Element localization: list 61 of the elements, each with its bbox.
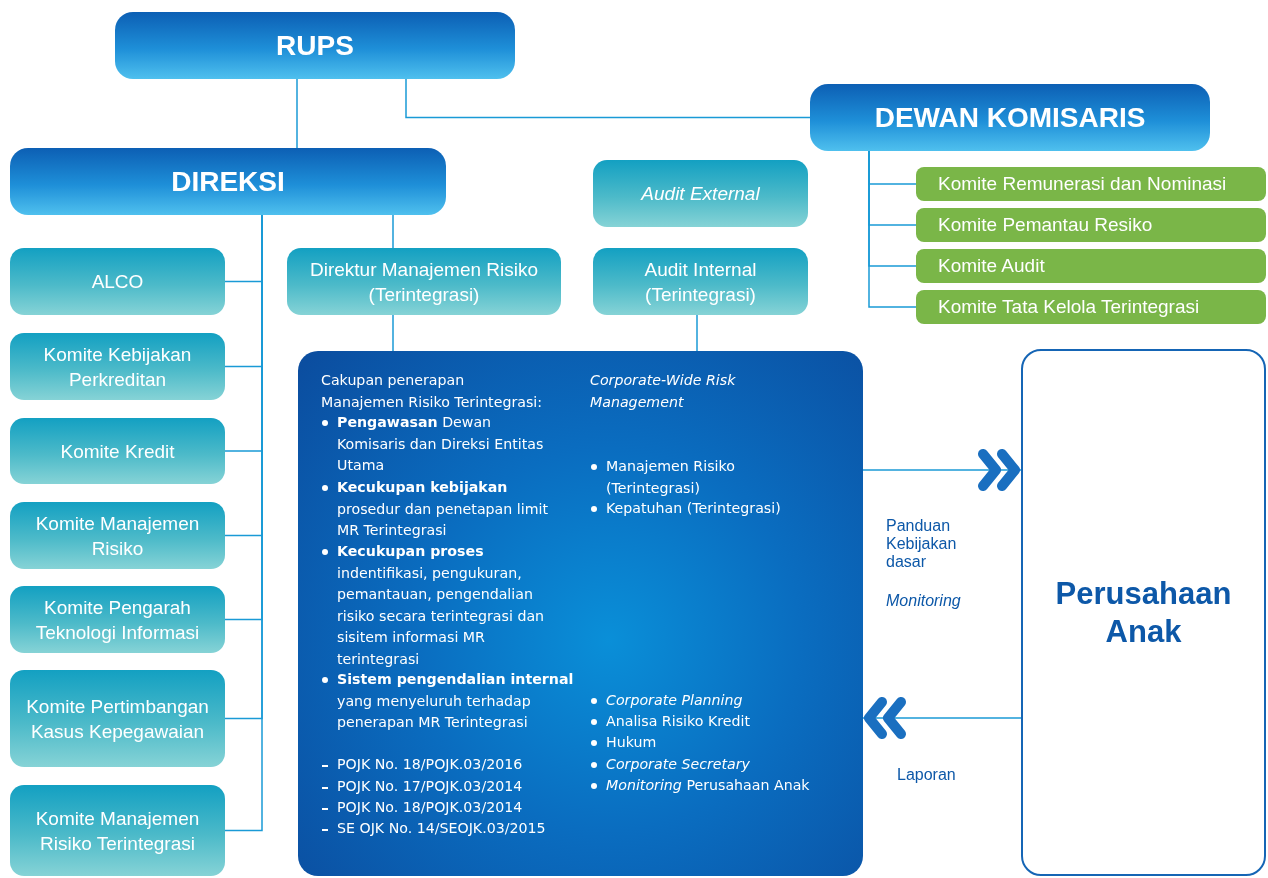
box-label: Komite Kredit xyxy=(60,439,175,464)
box-label: Komite Pertimbangan Kasus Kepegawaian xyxy=(25,694,210,744)
committee-box xyxy=(287,248,561,315)
box-label: Komite Tata Kelola Terintegrasi xyxy=(938,296,1200,318)
box-label: Komite Kebijakan Perkreditan xyxy=(42,342,193,392)
list-item: Pengawasan Dewan Komisaris dan Direksi Entitas Utama xyxy=(337,413,545,475)
connector-line xyxy=(696,314,698,352)
list-item: Kecukupan proses indentifikasi, pengukuran, pemantauan, pengendalian risiko secara terintegrasi dan sisitem informasi MR terintegrasi xyxy=(337,542,546,669)
list-item: Manajemen Risiko (Terintegrasi) xyxy=(606,457,736,498)
committee-box xyxy=(916,167,1266,201)
committee-box xyxy=(916,290,1266,324)
panel-heading: Corporate-Wide Risk Management xyxy=(590,371,737,412)
subsidiary-box xyxy=(1021,349,1266,876)
list-item: POJK No. 17/POJK.03/2014 xyxy=(337,777,524,796)
box-label: Komite Manajemen Risiko xyxy=(34,511,201,561)
note-text: Monitoring xyxy=(886,592,961,610)
list-item: Kepatuhan (Terintegrasi) xyxy=(606,499,782,518)
list-item: POJK No. 18/POJK.03/2016 xyxy=(337,755,524,774)
box-label: Direktur Manajemen Risiko (Terintegrasi) xyxy=(308,257,540,307)
committee-box xyxy=(10,502,225,569)
list-item: SE OJK No. 14/SEOJK.03/2015 xyxy=(337,819,547,838)
list-item: POJK No. 18/POJK.03/2014 xyxy=(337,798,524,817)
committee-box xyxy=(10,586,225,653)
committee-box xyxy=(916,208,1266,242)
list-item: Monitoring Perusahaan Anak xyxy=(606,776,811,795)
committee-box xyxy=(10,333,225,400)
list-item: Corporate Secretary xyxy=(606,755,751,774)
box-label: Audit Internal (Terintegrasi) xyxy=(643,257,758,307)
list-item: Kecukupan kebijakan prosedur dan penetapan limit MR Terintegrasi xyxy=(337,478,549,540)
committee-box xyxy=(10,418,225,484)
box-label: Audit External xyxy=(641,182,760,206)
box-label: Komite Pengarah Teknologi Informasi xyxy=(34,595,201,645)
connector-line xyxy=(296,78,298,149)
box-label: Perusahaan Anak xyxy=(1054,574,1233,651)
org-box xyxy=(10,148,446,215)
committee-box xyxy=(10,248,225,315)
box-label: Komite Audit xyxy=(938,255,1045,277)
connector-line xyxy=(392,214,394,249)
committee-box xyxy=(10,670,225,767)
panel-heading: Cakupan penerapan Manajemen Risiko Terintegrasi: xyxy=(321,371,543,412)
box-label: ALCO xyxy=(91,270,144,294)
committee-box xyxy=(593,248,808,315)
connector-line xyxy=(392,314,394,352)
list-item: Analisa Risiko Kredit xyxy=(606,712,751,731)
list-item: Hukum xyxy=(606,733,658,752)
box-label: Komite Remunerasi dan Nominasi xyxy=(938,173,1227,195)
box-label: RUPS xyxy=(276,29,354,62)
committee-box xyxy=(916,249,1266,283)
box-label: DIREKSI xyxy=(171,165,285,198)
list-item: Corporate Planning xyxy=(606,691,744,710)
scope-panel xyxy=(298,351,863,876)
box-label: Komite Pemantau Resiko xyxy=(938,214,1153,236)
connector-line xyxy=(405,78,811,119)
box-label: Komite Manajemen Risiko Terintegrasi xyxy=(34,806,201,856)
org-box xyxy=(115,12,515,79)
connector-line xyxy=(868,150,917,308)
box-label: DEWAN KOMISARIS xyxy=(874,101,1146,134)
committee-box xyxy=(593,160,808,227)
org-box xyxy=(810,84,1210,151)
list-item: Sistem pengendalian internal yang menyeluruh terhadap penerapan MR Terintegrasi xyxy=(337,670,575,732)
committee-box xyxy=(10,785,225,876)
